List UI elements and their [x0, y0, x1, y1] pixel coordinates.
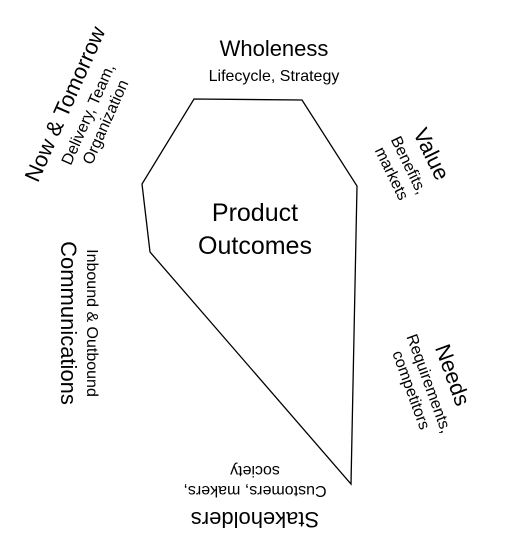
center-label-line1: Product: [212, 199, 298, 227]
communications-label: Communications Inbound & Outbound: [56, 241, 100, 405]
wholeness-title: Wholeness: [220, 36, 329, 61]
communications-detail: Inbound & Outbound: [83, 249, 100, 397]
communications-title: Communications: [56, 241, 81, 405]
now-tomorrow-label: Now & Tomorrow Delivery, Team, Organizat…: [20, 22, 133, 185]
center-label-line2: Outcomes: [198, 232, 312, 260]
stakeholders-detail-line1: Customers, makers,: [183, 482, 326, 499]
stakeholders-title: Stakeholders: [191, 507, 319, 532]
stakeholders-detail-line2: society: [230, 462, 280, 479]
value-label: Value Benefits, markets: [371, 124, 455, 203]
wholeness-detail: Lifecycle, Strategy: [209, 68, 340, 85]
stakeholders-label: Stakeholders Customers, makers, society: [183, 462, 326, 532]
center-label: Product Outcomes: [198, 199, 312, 260]
wholeness-label: Wholeness Lifecycle, Strategy: [209, 36, 340, 85]
outcome-shape: [141, 98, 358, 486]
needs-label: Needs Requirements, competitors: [388, 332, 475, 436]
